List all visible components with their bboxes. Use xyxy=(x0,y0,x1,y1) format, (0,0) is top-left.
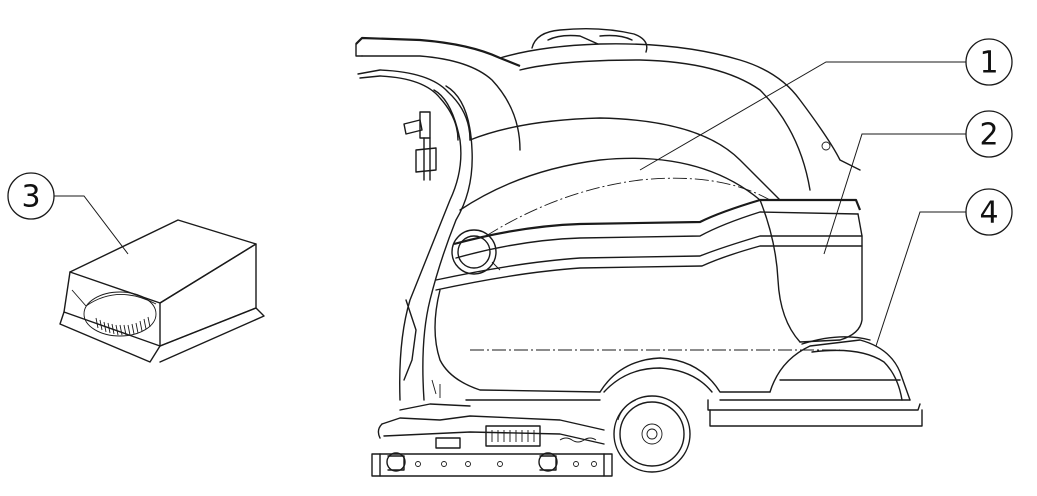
callout-2: 2 xyxy=(823,110,1013,255)
squeegee xyxy=(779,336,903,401)
recovery-tank xyxy=(459,27,861,237)
deck-arm xyxy=(377,379,471,439)
handle-bar xyxy=(355,36,521,151)
callout-label-3: 3 xyxy=(21,180,40,215)
callout-label-1: 1 xyxy=(979,46,998,81)
callout-label-4: 4 xyxy=(979,196,998,231)
callout-3: 3 xyxy=(7,172,129,255)
solution-tank xyxy=(435,198,863,351)
rear-wheel xyxy=(613,395,691,473)
callout-4: 4 xyxy=(875,188,1013,347)
lower-body xyxy=(434,289,923,427)
gauge-dial xyxy=(451,229,501,275)
brush-box-part xyxy=(59,219,265,363)
brush-deck xyxy=(371,415,613,477)
callout-label-2: 2 xyxy=(979,118,998,153)
front-casters xyxy=(386,452,558,472)
brush-bristles xyxy=(95,316,151,336)
floor-scrubber xyxy=(355,27,923,477)
control-column xyxy=(399,85,473,401)
callout-1: 1 xyxy=(639,38,1013,171)
